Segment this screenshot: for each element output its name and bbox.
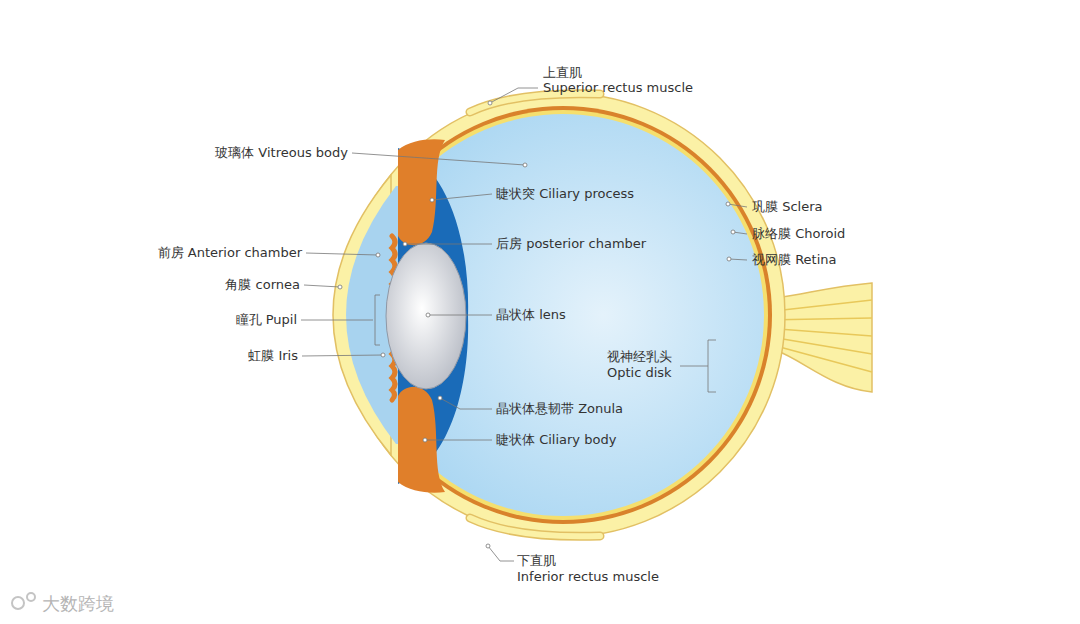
part-label: 晶状体悬韧带 Zonula	[496, 401, 623, 417]
part-label: Optic disk	[607, 365, 672, 381]
part-label: 巩膜 Sclera	[752, 199, 822, 215]
part-label: 前房 Anterior chamber	[158, 245, 302, 261]
watermark-icon	[12, 593, 35, 609]
leader-dots	[338, 101, 735, 548]
watermark: 大数跨境	[42, 593, 114, 615]
part-label: 角膜 cornea	[225, 277, 300, 293]
part-label: 脉络膜 Choroid	[752, 226, 845, 242]
part-label: 虹膜 Iris	[248, 348, 298, 364]
part-label: 睫状体 Ciliary body	[496, 432, 616, 448]
part-label: 晶状体 lens	[496, 307, 566, 323]
part-label: 视神经乳头	[607, 349, 672, 365]
leader-lines	[301, 88, 747, 561]
lens	[386, 243, 466, 389]
vitreous-body	[398, 114, 764, 516]
sclera	[341, 93, 785, 537]
part-label: 玻璃体 Vitreous body	[215, 145, 348, 161]
muscle-label: Superior rectus muscle	[543, 80, 693, 96]
part-label: 视网膜 Retina	[752, 252, 837, 268]
muscle-label: 上直肌	[543, 65, 582, 81]
ciliary-body-top	[398, 139, 445, 245]
part-label: 瞳孔 Pupil	[236, 312, 297, 328]
muscle-label: Inferior rectus muscle	[517, 569, 659, 585]
part-label: 睫状突 Ciliary process	[496, 186, 634, 202]
choroid	[398, 106, 772, 524]
muscle-label: 下直肌	[517, 553, 556, 569]
retina	[398, 110, 768, 520]
part-label: 后房 posterior chamber	[496, 236, 646, 252]
